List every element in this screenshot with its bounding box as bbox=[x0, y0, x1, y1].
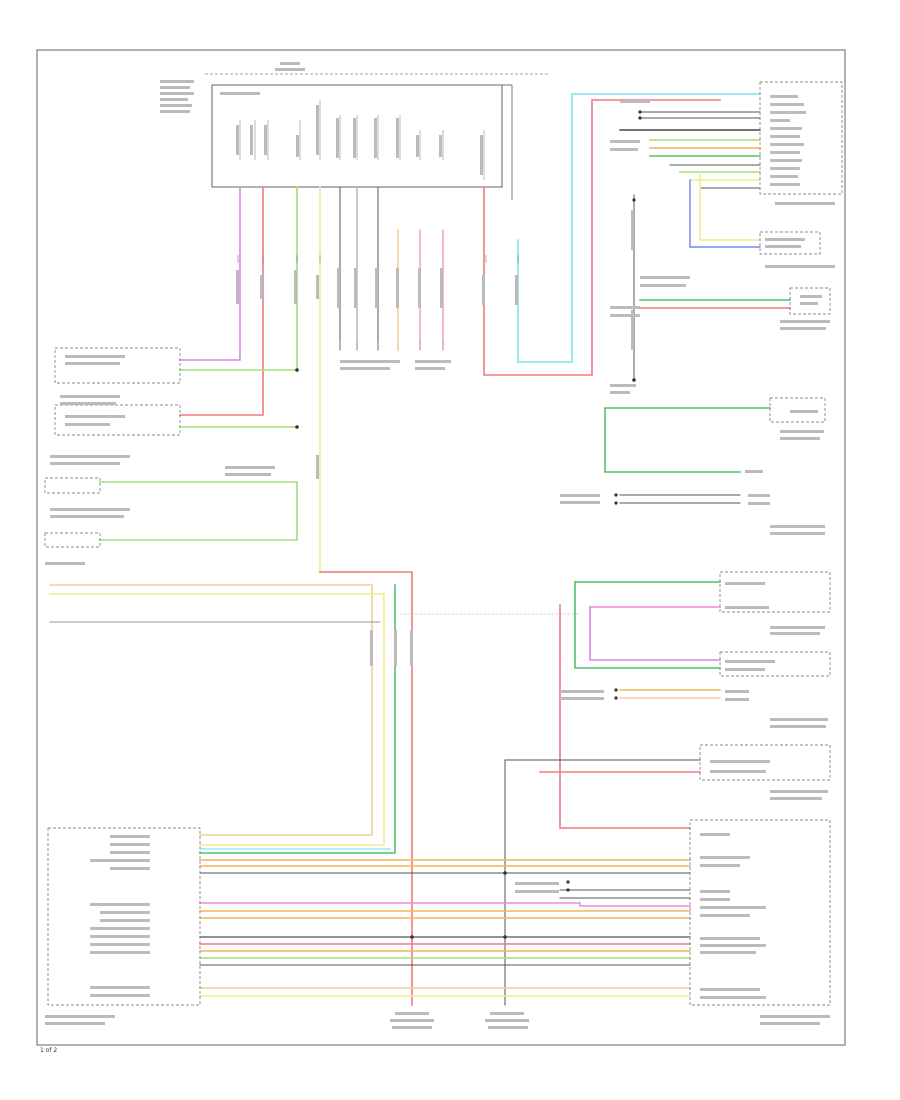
wire-red-left bbox=[179, 186, 264, 416]
component-boxes bbox=[44, 81, 843, 1006]
wire-red-long bbox=[319, 571, 413, 1006]
wire-violet-left bbox=[179, 186, 241, 361]
wire-lightgreen-3 bbox=[99, 481, 298, 541]
faint-label-marks bbox=[45, 62, 835, 1029]
wire-red-loop bbox=[483, 99, 721, 376]
page-frame bbox=[36, 49, 846, 1046]
wire-cyan-top bbox=[517, 93, 761, 363]
wire-green-loop bbox=[604, 407, 771, 473]
page-number-label: 1 of 2 bbox=[40, 1047, 57, 1054]
